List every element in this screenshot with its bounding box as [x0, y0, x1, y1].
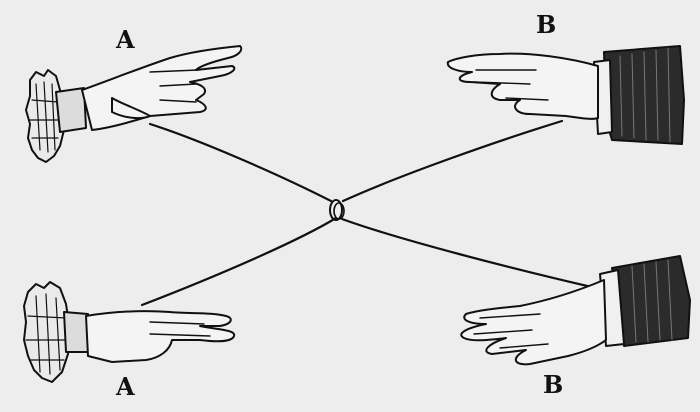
string-b-upper [341, 119, 564, 203]
finger-lines-bottom-left [149, 321, 211, 337]
lace-detail-bottom-left [25, 293, 69, 375]
finger-lines-bottom-right [473, 313, 549, 349]
string-b [340, 119, 598, 290]
finger-lines-top-right [473, 69, 549, 101]
string-loop-a [329, 199, 343, 221]
sleeve-top-left [55, 87, 87, 133]
palm-bottom-right [460, 279, 607, 366]
sleeve-hatching-bottom-right [631, 259, 673, 343]
string-a [140, 122, 338, 307]
label-hand-b-top: B [536, 10, 557, 39]
string-b-lower [340, 217, 598, 290]
lace-detail-top-left [29, 81, 61, 153]
hand-top-left [25, 45, 243, 163]
label-hand-b-bottom: B [543, 370, 564, 399]
label-hand-a-bottom: A [116, 372, 135, 401]
lace-cuff-bottom-left [23, 281, 71, 383]
string-a-lower [140, 216, 338, 307]
palm-bottom-left [85, 310, 236, 363]
label-hand-a-top: A [116, 25, 135, 54]
finger-lines-top-left [149, 69, 199, 103]
palm-top-left [81, 45, 243, 131]
hand-top-right [446, 45, 685, 145]
string-loop-b [333, 202, 345, 220]
string-a-upper [148, 122, 333, 203]
hand-bottom-right [460, 255, 691, 366]
hand-bottom-left [23, 281, 236, 383]
sleeve-bottom-left [63, 311, 89, 353]
palm-top-right [446, 52, 599, 120]
sleeve-hatching-top-right [619, 47, 671, 143]
thumb-top-left [111, 97, 151, 120]
